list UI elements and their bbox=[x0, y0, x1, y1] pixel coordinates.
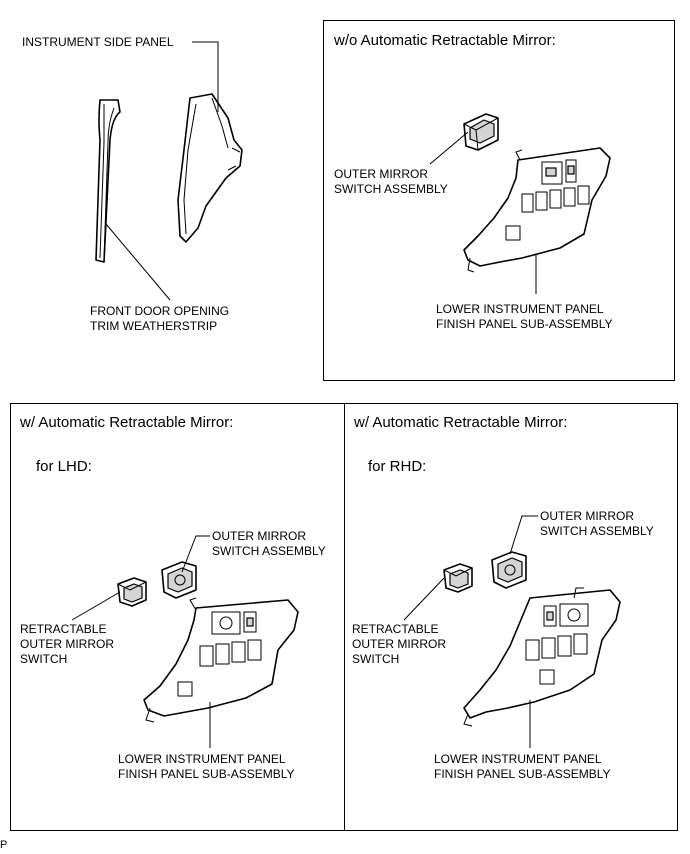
label-rhd-finish-line2: FINISH PANEL SUB-ASSEMBLY bbox=[434, 767, 611, 781]
label-wo-finish-line1: LOWER INSTRUMENT PANEL bbox=[436, 302, 604, 316]
label-rhd-retract-line1: RETRACTABLE bbox=[352, 622, 439, 636]
label-lhd-finish-line1: LOWER INSTRUMENT PANEL bbox=[118, 752, 286, 766]
rhd-retract-switch-drawing bbox=[443, 563, 473, 593]
figure-code: P bbox=[0, 839, 8, 851]
panel-rhd-frame bbox=[344, 403, 678, 831]
leader-lhd-retract bbox=[71, 591, 121, 621]
wo-finish-panel-drawing bbox=[463, 147, 611, 273]
lhd-outer-switch-drawing bbox=[161, 561, 197, 599]
label-rhd-switch-line2: SWITCH ASSEMBLY bbox=[540, 524, 654, 538]
lhd-retract-switch-drawing bbox=[117, 577, 147, 607]
subheading-rhd: for RHD: bbox=[368, 458, 427, 475]
leader-rhd-retract bbox=[403, 577, 445, 621]
heading-wo: w/o Automatic Retractable Mirror: bbox=[334, 32, 556, 49]
label-wo-switch-line2: SWITCH ASSEMBLY bbox=[334, 182, 448, 196]
weatherstrip-drawing bbox=[95, 99, 121, 263]
label-wo-finish-line2: FINISH PANEL SUB-ASSEMBLY bbox=[436, 317, 613, 331]
label-lhd-switch-line1: OUTER MIRROR bbox=[212, 529, 306, 543]
instrument-side-panel-drawing bbox=[177, 93, 243, 243]
leader-weatherstrip bbox=[105, 223, 171, 301]
heading-rhd: w/ Automatic Retractable Mirror: bbox=[354, 414, 568, 431]
label-lhd-finish-line2: FINISH PANEL SUB-ASSEMBLY bbox=[118, 767, 295, 781]
label-lhd-switch-line2: SWITCH ASSEMBLY bbox=[212, 544, 326, 558]
rhd-finish-panel-drawing bbox=[463, 587, 621, 727]
leader-side-panel bbox=[192, 41, 219, 112]
rhd-outer-switch-drawing bbox=[491, 551, 527, 589]
panel-wo-frame bbox=[323, 20, 675, 381]
label-rhd-switch-line1: OUTER MIRROR bbox=[540, 509, 634, 523]
label-lhd-retract-line2: OUTER MIRROR bbox=[20, 637, 114, 651]
subheading-lhd: for LHD: bbox=[36, 458, 92, 475]
leader-rhd-outer bbox=[509, 515, 538, 555]
label-rhd-retract-line3: SWITCH bbox=[352, 652, 400, 666]
leader-lhd-outer bbox=[181, 535, 210, 573]
label-wo-switch-line1: OUTER MIRROR bbox=[334, 167, 428, 181]
wo-switch-drawing bbox=[463, 113, 499, 151]
label-weatherstrip-line1: FRONT DOOR OPENING bbox=[90, 304, 230, 318]
label-weatherstrip-line2: TRIM WEATHERSTRIP bbox=[90, 319, 218, 333]
label-lhd-retract-line3: SWITCH bbox=[20, 652, 68, 666]
label-lhd-retract-line1: RETRACTABLE bbox=[20, 622, 107, 636]
leader-wo-switch bbox=[429, 131, 469, 165]
lhd-finish-panel-drawing bbox=[143, 597, 299, 723]
label-rhd-retract-line2: OUTER MIRROR bbox=[352, 637, 446, 651]
label-instrument-side-panel: INSTRUMENT SIDE PANEL bbox=[22, 35, 174, 49]
heading-lhd: w/ Automatic Retractable Mirror: bbox=[20, 414, 234, 431]
label-rhd-finish-line1: LOWER INSTRUMENT PANEL bbox=[434, 752, 602, 766]
